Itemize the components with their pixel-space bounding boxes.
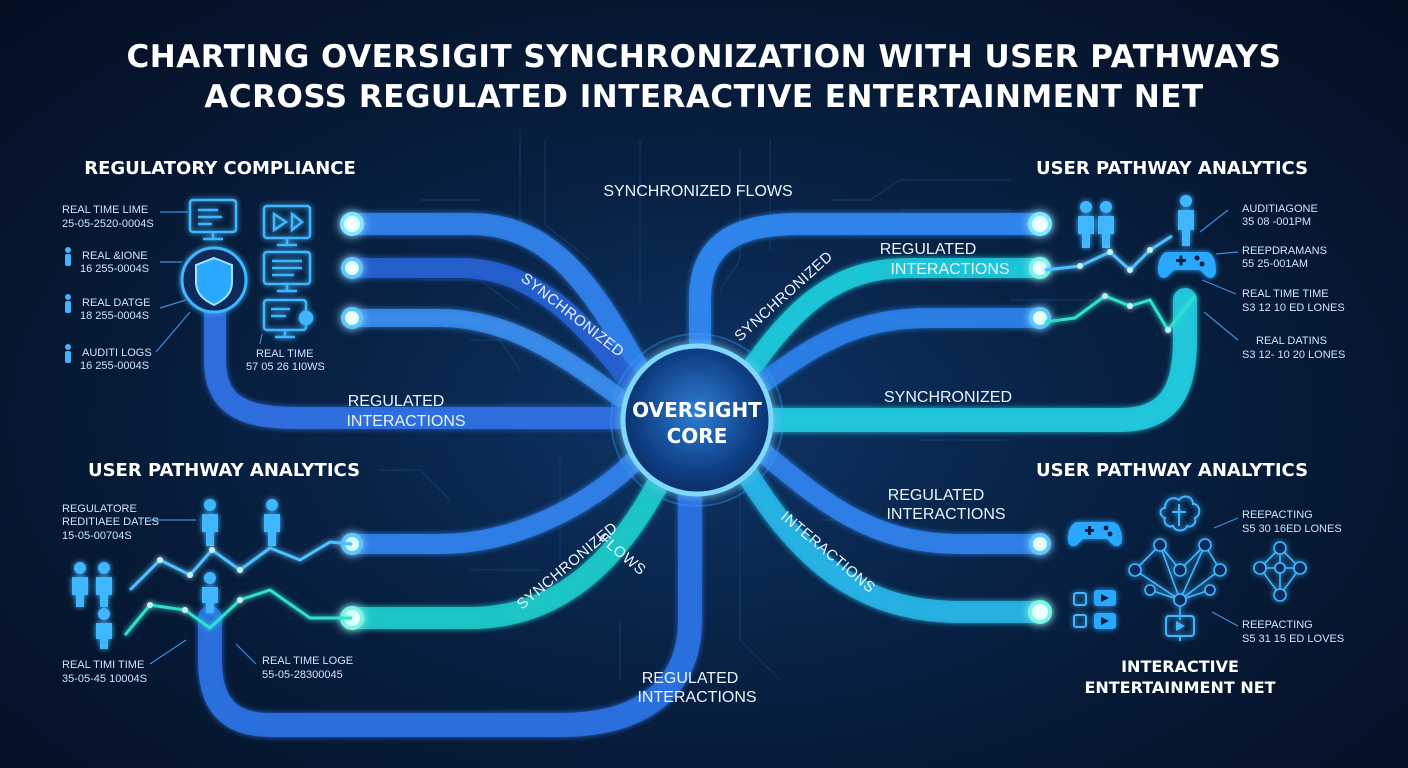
br-meta-2-label: REEPACTING [1242, 619, 1313, 631]
person-icon [1078, 195, 1194, 248]
entertainment-net-line-1: INTERACTIVE [1121, 657, 1239, 676]
node-tr-2[interactable] [1029, 257, 1051, 279]
oversight-core[interactable]: OVERSIGHT CORE [610, 333, 784, 507]
left-inner-meta-label: REAL TIME [256, 348, 313, 360]
br-meta-2-value: S5 31 15 ED LOVES [1242, 633, 1344, 645]
gamepad-icon [1068, 522, 1122, 547]
video-tile-icons [1073, 590, 1116, 629]
right-meta-4-value: S3 12- 10 20 LONES [1242, 349, 1345, 361]
flow-bands [198, 213, 1197, 737]
bottom-left-meta: REGULATORE REDITIAEE DATES 15-05-00704S … [62, 503, 353, 685]
br-meta-1-value: S5 30 16ED LONES [1242, 523, 1342, 535]
br-meta-1-label: REEPACTING [1242, 509, 1313, 521]
left-meta-4-value: 16 255-0004S [80, 360, 149, 372]
bottom-right-meta: REEPACTING S5 30 16ED LONES REEPACTING S… [1242, 509, 1344, 645]
node-tr-1[interactable] [1028, 212, 1052, 236]
label-regulated-br: REGULATED [888, 487, 985, 504]
left-meta-3-label: REAL DATGE [82, 297, 150, 309]
person-icon [65, 247, 71, 363]
node-tl-1[interactable] [340, 212, 364, 236]
heading-user-pathway-bottom-right: USER PATHWAY ANALYTICS [1036, 460, 1308, 481]
left-meta-connectors [155, 211, 263, 353]
left-meta-list: REAL TIME LIME 25-05-2520-0004S REAL &IO… [62, 204, 325, 373]
flow-band-br-2 [734, 459, 1051, 623]
right-meta-4-label: REAL DATINS [1256, 335, 1327, 347]
flow-band-bl-1 [342, 440, 655, 554]
label-synchronized-right: SYNCHRONIZED [884, 389, 1012, 406]
core-label-line-2: CORE [667, 424, 728, 448]
heading-user-pathway-bottom-left: USER PATHWAY ANALYTICS [88, 460, 360, 481]
bl-meta-value: 35-05-45 10004S [62, 673, 147, 685]
video-monitor-icon [262, 204, 312, 247]
brain-icon [1159, 495, 1201, 532]
left-meta-2-label: REAL &IONE [82, 250, 148, 262]
left-meta-1-label: REAL TIME LIME [62, 204, 148, 216]
flow-band-bl-2 [341, 459, 676, 629]
monitor-icon [188, 198, 238, 241]
bc-meta-label: REAL TIME LOGE [262, 655, 353, 667]
bottom-right-meta-connectors [1211, 517, 1239, 627]
left-meta-1-value: 25-05-2520-0004S [62, 218, 154, 230]
node-br-2[interactable] [1028, 600, 1052, 624]
shield-icon [180, 246, 248, 314]
network-icon [1253, 541, 1307, 602]
bl-meta-top-3: 15-05-00704S [62, 530, 132, 542]
flow-band-br-1 [750, 440, 1050, 554]
bc-meta-value: 55-05-28300045 [262, 669, 343, 681]
title-line-2: ACROSS REGULATED INTERACTIVE ENTERTAINME… [204, 79, 1203, 115]
node-tr-3[interactable] [1029, 307, 1051, 329]
bl-meta-label: REAL TIMI TIME [62, 659, 144, 671]
right-meta-2-label: REEPDRAMANS [1242, 245, 1327, 257]
document-monitor-icon [262, 250, 312, 293]
label-regulated-bottom: REGULATED [642, 670, 739, 687]
label-interactions-bottom: INTERACTIONS [637, 689, 756, 706]
flow-band-top-center [689, 213, 1051, 371]
right-meta-connectors [1199, 209, 1239, 341]
title-line-1: CHARTING OVERSIGIT SYNCHRONIZATION WITH … [127, 39, 1282, 75]
right-meta-2-value: 55 25-001AM [1242, 258, 1308, 270]
left-meta-4-label: AUDITI LOGS [82, 347, 152, 359]
label-interactions-left: INTERACTIONS [346, 413, 465, 430]
core-label-line-1: OVERSIGHT [632, 398, 762, 422]
monitor-icon [1165, 615, 1195, 641]
gamepad-icon [1158, 252, 1216, 278]
node-tl-2[interactable] [341, 257, 363, 279]
left-meta-3-value: 18 255-0004S [80, 310, 149, 322]
label-regulated-left: REGULATED [348, 393, 445, 410]
right-meta-3-value: S3 12 10 ED LONES [1242, 302, 1345, 314]
heading-regulatory-compliance: REGULATORY COMPLIANCE [84, 158, 356, 179]
right-meta-1-label: AUDITIAGONE [1242, 203, 1318, 215]
bl-meta-top-1: REGULATORE [62, 503, 137, 515]
flow-band-tl-2 [342, 258, 650, 405]
flow-band-tr-3 [750, 308, 1050, 395]
left-meta-2-value: 16 255-0004S [80, 263, 149, 275]
left-inner-meta-value: 57 05 26 1I0WS [246, 361, 325, 373]
flow-band-left-loop [204, 289, 641, 429]
bottom-left-meta-connectors [149, 519, 257, 665]
label-interactions-tr: INTERACTIONS [890, 261, 1009, 278]
network-icon [1128, 538, 1227, 620]
flow-band-tl-1 [341, 213, 661, 401]
flow-band-tr-2 [740, 258, 1050, 380]
right-meta-3-label: REAL TIME TIME [1242, 288, 1329, 300]
node-tl-3[interactable] [341, 307, 363, 329]
label-synchronized-flows: SYNCHRONIZED FLOWS [603, 183, 792, 200]
pathway-line-graph-bottom-left [123, 540, 353, 636]
node-br-1[interactable] [1029, 533, 1051, 555]
flow-band-right-loop [758, 288, 1197, 432]
right-meta-1-value: 35 08 -001PM [1242, 216, 1311, 228]
entertainment-net-line-2: ENTERTAINMENT NET [1084, 678, 1275, 697]
person-icon [72, 499, 280, 649]
flow-band-tl-3 [343, 309, 639, 414]
heading-user-pathway-top-right: USER PATHWAY ANALYTICS [1036, 158, 1308, 179]
right-meta-list: AUDITIAGONE 35 08 -001PM REEPDRAMANS 55 … [1242, 203, 1345, 361]
label-regulated-tr: REGULATED [880, 241, 977, 258]
pathway-line-graph-top-right [1044, 234, 1197, 333]
bl-meta-top-2: REDITIAEE DATES [62, 516, 159, 528]
label-interactions-br: INTERACTIONS [886, 506, 1005, 523]
flow-band-bottom-loop [198, 468, 702, 737]
settings-monitor-icon [262, 298, 314, 339]
